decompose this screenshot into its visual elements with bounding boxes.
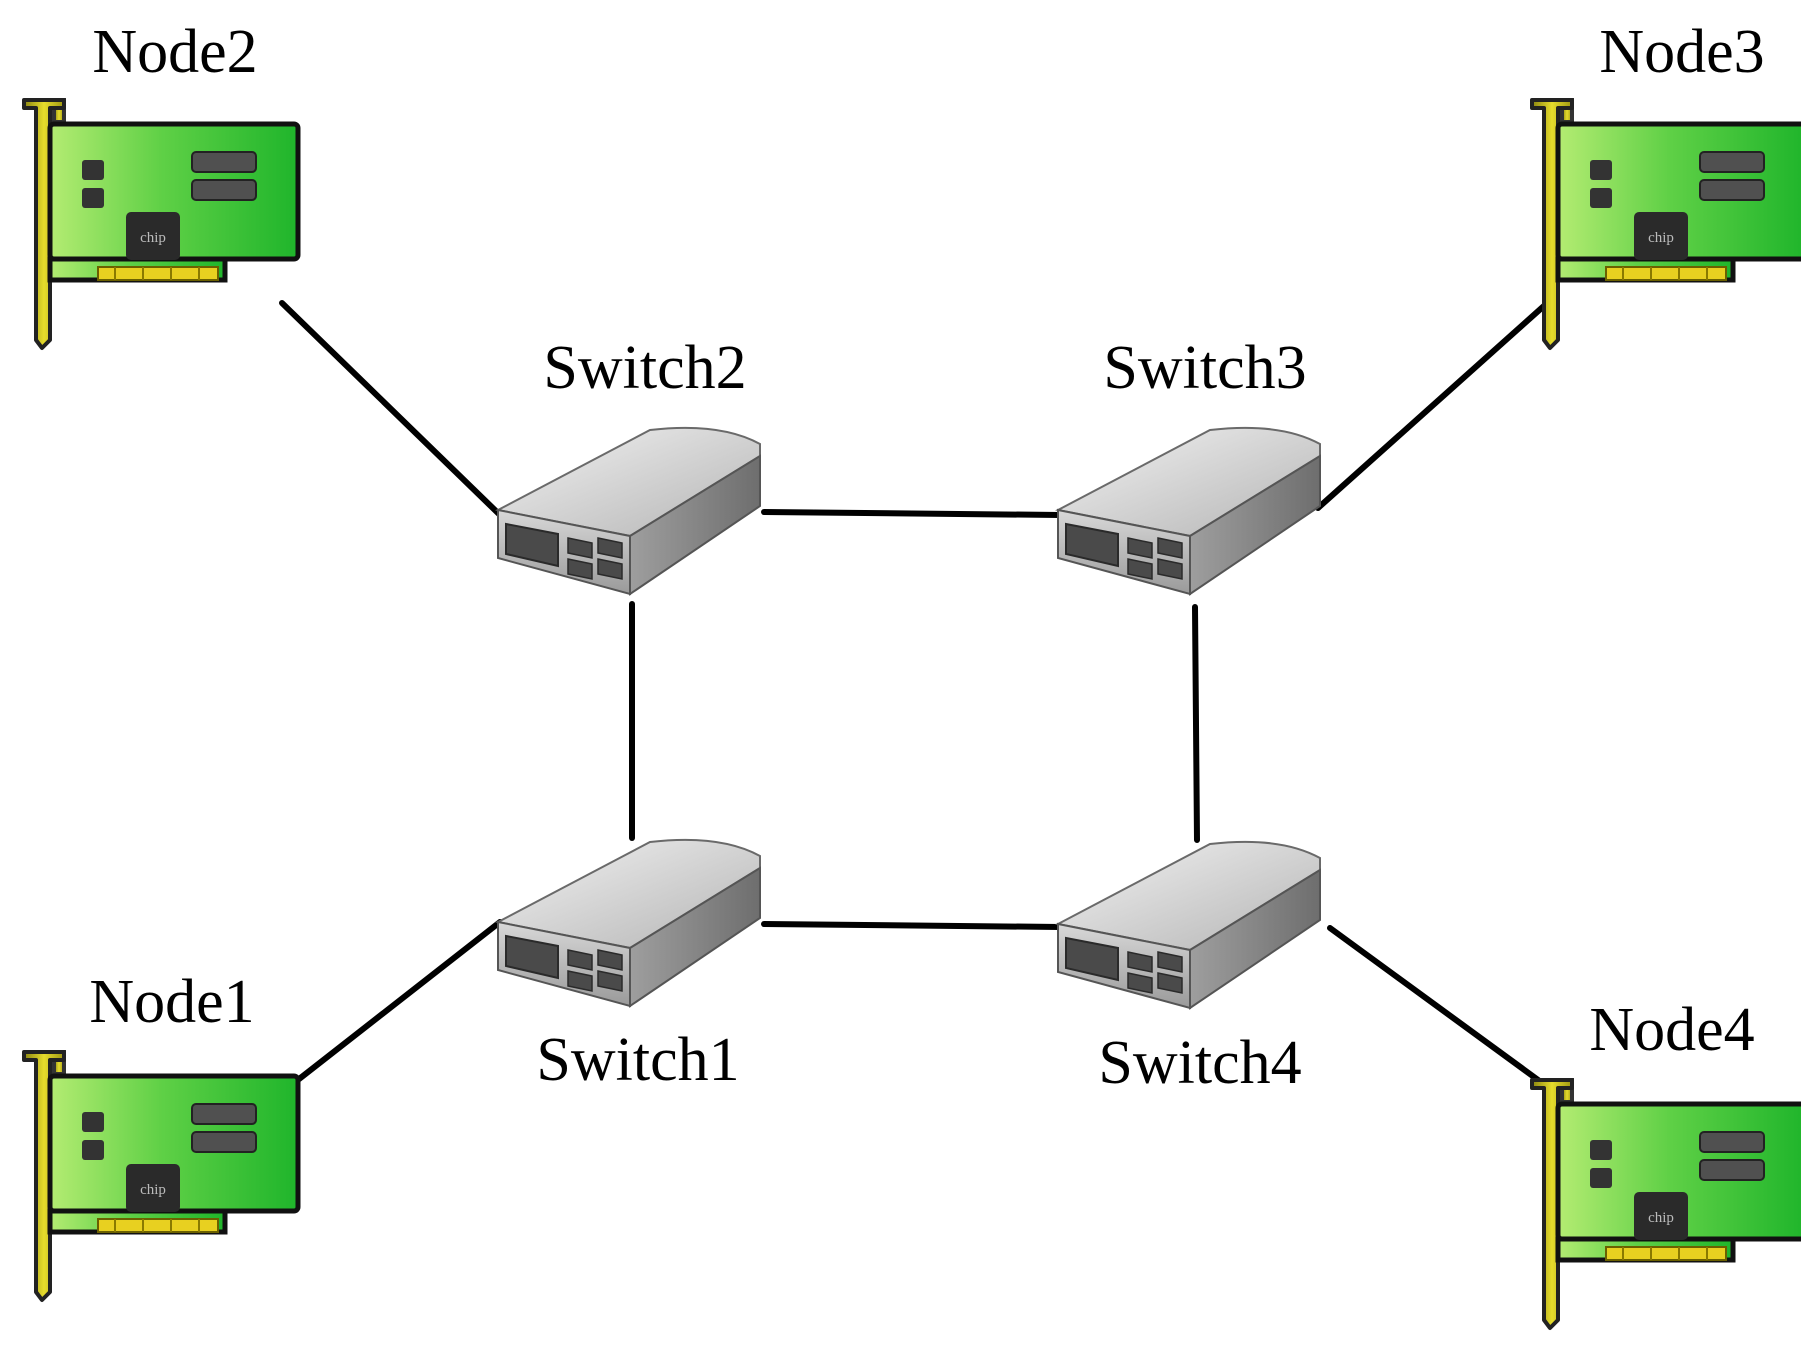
- link-node4-switch4: [1327, 925, 1548, 1088]
- switch3-icon: [1055, 426, 1321, 596]
- link-node1-switch1: [259, 919, 503, 1111]
- node4-nic-card: chip: [1530, 1078, 1801, 1330]
- switch2-label: Switch2: [543, 334, 746, 402]
- switch1-label: Switch1: [536, 1026, 739, 1094]
- switch3-label: Switch3: [1103, 334, 1306, 402]
- link-node2-switch2: [279, 300, 503, 518]
- chip-label: chip: [140, 230, 166, 246]
- links-layer: [259, 300, 1548, 1111]
- node1-nic-card: chip: [22, 1050, 301, 1302]
- switch4-icon: [1055, 840, 1321, 1010]
- node2-label: Node2: [92, 18, 257, 86]
- node2-nic-card: chip: [22, 98, 301, 350]
- node1-label: Node1: [89, 968, 254, 1036]
- switch4-label: Switch4: [1098, 1029, 1301, 1097]
- chip-label: chip: [1648, 1210, 1674, 1226]
- node4-label: Node4: [1589, 996, 1754, 1064]
- switch2-icon: [495, 426, 761, 596]
- link-switch1-switch4: [761, 921, 1063, 930]
- node3-nic-card: chip: [1530, 98, 1801, 350]
- chip-label: chip: [1648, 230, 1674, 246]
- node3-label: Node3: [1599, 18, 1764, 86]
- link-node3-switch3: [1315, 302, 1548, 511]
- switch1-icon: [495, 838, 761, 1008]
- chip-label: chip: [140, 1182, 166, 1198]
- link-switch3-switch4: [1192, 604, 1200, 843]
- link-switch2-switch3: [761, 509, 1063, 518]
